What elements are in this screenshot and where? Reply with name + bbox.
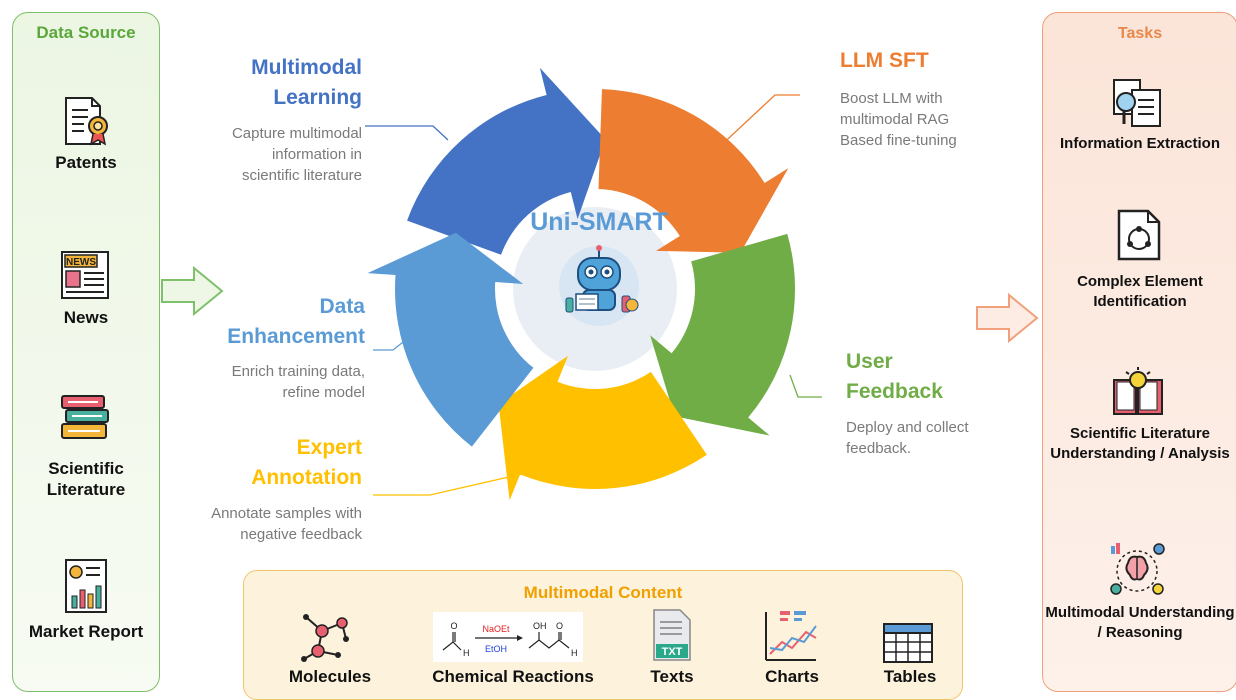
table-icon: [883, 623, 933, 663]
reaction-atom-text: O: [450, 621, 457, 631]
reaction-atom-text: OH: [533, 621, 547, 631]
hollow-arrow-right-icon: [976, 293, 1039, 343]
leader-line: [373, 467, 549, 496]
chart-icon: [765, 611, 817, 661]
stage-user-feedback-desc: Deploy and collect feedback.: [846, 419, 969, 457]
data-source-patents: Patents: [55, 153, 117, 172]
text-file-icon: TXT: [653, 609, 691, 661]
reaction-reagent-top: NaOEt: [482, 624, 510, 634]
news-badge-text: NEWS: [66, 257, 96, 268]
stage-multimodal-learning-title: Multimodal Learning: [251, 56, 362, 109]
patent-icon: [65, 97, 108, 146]
task-complex-element-identification: Complex Element Identification: [1077, 273, 1203, 310]
stage-multimodal-learning-desc: Capture multimodal information in scient…: [231, 125, 362, 184]
hollow-arrow-right-icon: [161, 266, 224, 316]
brain-reasoning-icon: [1110, 543, 1165, 595]
market-report-icon: [65, 559, 107, 613]
tasks-title: Tasks: [1117, 25, 1163, 42]
cycle-arrows: [367, 67, 795, 501]
arrow-data-enhancement: [367, 232, 534, 447]
leader-line: [699, 94, 800, 166]
books-icon: [61, 395, 109, 439]
data-source-news: News: [63, 308, 109, 327]
reaction-reagent-bottom: EtOH: [485, 644, 507, 654]
content-molecules: Molecules: [288, 667, 372, 686]
reaction-atom-text: O: [556, 621, 563, 631]
multimodal-content-panel: [243, 570, 963, 700]
stage-user-feedback-title: User Feedback: [846, 350, 943, 403]
leader-line: [373, 334, 413, 351]
data-source-scientific-literature: Scientific Literature: [46, 459, 126, 499]
complex-element-icon: [1117, 209, 1161, 261]
newspaper-icon: NEWS: [61, 251, 109, 299]
content-charts: Charts: [765, 667, 819, 686]
leader-line: [789, 374, 822, 398]
arrow-expert-annotation: [498, 355, 707, 501]
stage-data-enhancement-title: Data Enhancement: [227, 295, 365, 348]
data-source-title: Data Source: [36, 23, 136, 42]
content-texts: Texts: [650, 667, 694, 686]
cycle-center-title: Uni-SMART: [530, 208, 667, 236]
information-extraction-icon: [1113, 79, 1161, 127]
stage-llm-sft-title: LLM SFT: [840, 49, 929, 72]
content-chemical-reactions: Chemical Reactions: [432, 667, 594, 686]
txt-badge-text: TXT: [662, 646, 683, 658]
arrow-multimodal-learning: [407, 67, 606, 255]
book-lightbulb-icon: [1113, 367, 1163, 415]
chemical-reaction-image: O H NaOEt EtOH OH O H: [433, 612, 583, 662]
task-information-extraction: Information Extraction: [1059, 135, 1220, 152]
multimodal-content-title: Multimodal Content: [523, 583, 683, 602]
leader-line: [365, 125, 449, 141]
task-multimodal-understanding: Multimodal Understanding / Reasoning: [1045, 604, 1235, 641]
reaction-atom-text: H: [463, 648, 470, 658]
reaction-atom-text: H: [571, 648, 578, 658]
robot-mascot-icon: [559, 245, 639, 326]
task-scientific-literature: Scientific Literature Understanding / An…: [1050, 425, 1230, 462]
stage-data-enhancement-desc: Enrich training data, refine model: [231, 363, 365, 401]
stage-llm-sft-desc: Boost LLM with multimodal RAG Based fine…: [840, 90, 957, 149]
molecule-icon: [301, 614, 349, 662]
arrow-user-feedback: [650, 233, 795, 436]
arrow-llm-sft: [598, 89, 789, 253]
stage-expert-annotation-title: Expert Annotation: [251, 436, 362, 489]
data-source-market-report: Market Report: [28, 622, 144, 641]
stage-expert-annotation-desc: Annotate samples with negative feedback: [211, 505, 362, 543]
content-tables: Tables: [883, 667, 937, 686]
